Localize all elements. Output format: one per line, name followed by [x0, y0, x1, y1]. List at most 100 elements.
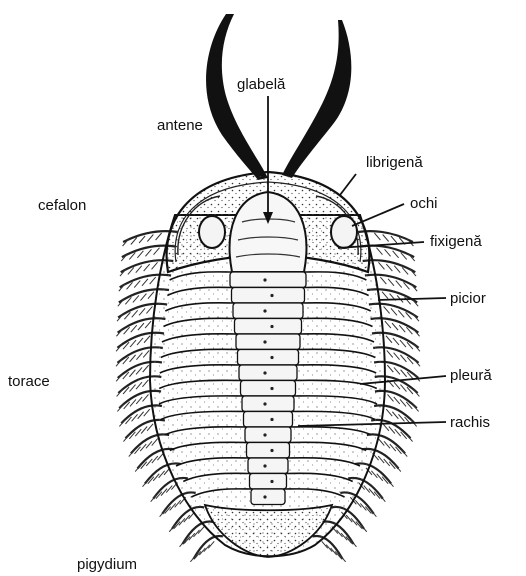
leg-bristle	[132, 414, 138, 421]
leg-bristle	[136, 397, 142, 404]
leg-bristle	[398, 414, 404, 421]
leg-bristle	[145, 321, 151, 328]
leg-bristle	[142, 394, 148, 401]
leg-bristle	[394, 266, 400, 273]
leg-bristle	[135, 465, 141, 472]
leg-bristle	[400, 355, 406, 362]
label-picior: picior	[450, 290, 486, 307]
leg-bristle	[400, 340, 406, 347]
leg-bristle	[394, 367, 400, 374]
leg-bristle	[144, 336, 150, 343]
pygidium-shape	[205, 505, 332, 557]
leg-bristle	[392, 323, 398, 330]
leg-bristle	[139, 308, 145, 315]
leg-bristle	[130, 385, 136, 392]
leg-bristle	[150, 277, 156, 284]
label-pigydium: pigydium	[77, 556, 137, 573]
leg-bristle	[383, 424, 389, 431]
leg-bristle	[144, 264, 150, 271]
leg-bristle	[159, 471, 165, 478]
leg-bristle	[407, 435, 413, 442]
leg-bristle	[143, 350, 149, 357]
rachis-mark	[263, 402, 266, 405]
leg-bristle	[129, 450, 135, 457]
leg-bristle	[152, 262, 158, 269]
leg-bristle	[144, 409, 150, 416]
rachis-ring	[241, 381, 296, 397]
leg-bristle	[393, 338, 399, 345]
leg-bristle	[129, 370, 135, 377]
rachis-mark	[263, 278, 266, 281]
leg-bristle	[147, 235, 153, 242]
label-librigena: librigenă	[366, 154, 423, 171]
leg-bristle	[130, 399, 136, 406]
leg-bristle	[393, 251, 399, 258]
leg-bristle	[148, 292, 154, 299]
leg-bristle	[141, 427, 147, 434]
leg-bristle	[147, 424, 153, 431]
leg-bristle	[394, 397, 400, 404]
leg-bristle	[143, 365, 149, 372]
leg-bristle	[389, 427, 395, 434]
rachis-mark	[263, 433, 266, 436]
leg-bristle	[378, 456, 384, 463]
leg-bristle	[399, 325, 405, 332]
rachis-ring	[238, 350, 299, 366]
rachis-ring	[244, 412, 293, 428]
leg-bristle	[388, 394, 394, 401]
leg-bristle	[138, 323, 144, 330]
leg-bristle	[157, 453, 163, 460]
leg-bristle	[136, 367, 142, 374]
leg-bristle	[131, 325, 137, 332]
rachis-ring	[235, 319, 302, 335]
rachis-ring	[236, 334, 300, 350]
rachis-mark	[270, 294, 273, 297]
leg-bristle	[400, 385, 406, 392]
leg-bristle	[133, 295, 139, 302]
rachis-mark	[263, 464, 266, 467]
leg-bristle	[136, 382, 142, 389]
left-antenna	[206, 14, 268, 180]
leg-bristle	[152, 439, 158, 446]
leg-bristle	[136, 266, 142, 273]
label-fixigena: fixigenă	[430, 233, 482, 250]
leg-bristle	[146, 459, 152, 466]
leg-bristle	[392, 412, 398, 419]
leg-bristle	[384, 459, 390, 466]
rachis-mark	[270, 356, 273, 359]
rachis-mark	[270, 418, 273, 421]
leg-bristle	[384, 441, 390, 448]
rachis-mark	[263, 340, 266, 343]
leg-bristle	[387, 350, 393, 357]
rachis-ring	[232, 288, 305, 304]
leg-bristle	[142, 380, 148, 387]
leg-bristle	[119, 419, 125, 426]
leg-bristle	[394, 382, 400, 389]
leg-bristle	[388, 279, 394, 286]
leg-bristle	[384, 306, 390, 313]
leg-bristle	[396, 281, 402, 288]
leg-bristle	[145, 249, 151, 256]
rachis-mark	[263, 371, 266, 374]
leg-bristle	[143, 480, 149, 487]
leg-bristle	[387, 365, 393, 372]
leg-bristle	[371, 471, 377, 478]
label-torace: torace	[8, 373, 50, 390]
leg-bristle	[136, 353, 142, 360]
rachis-mark	[270, 480, 273, 483]
leg-bristle	[134, 281, 140, 288]
rachis-mark	[270, 325, 273, 328]
rachis-ring	[248, 458, 288, 474]
leg-bristle	[383, 235, 389, 242]
leg-bristle	[138, 412, 144, 419]
rachis-ring	[250, 474, 287, 490]
leg-bristle	[376, 248, 382, 255]
label-rachis: rachis	[450, 414, 490, 431]
leg-bristle	[401, 370, 407, 377]
right-eye-icon	[331, 216, 357, 248]
label-antene: antene	[157, 117, 203, 134]
leg-bristle	[377, 474, 383, 481]
leg-bristle	[123, 435, 129, 442]
leg-bristle	[395, 465, 401, 472]
